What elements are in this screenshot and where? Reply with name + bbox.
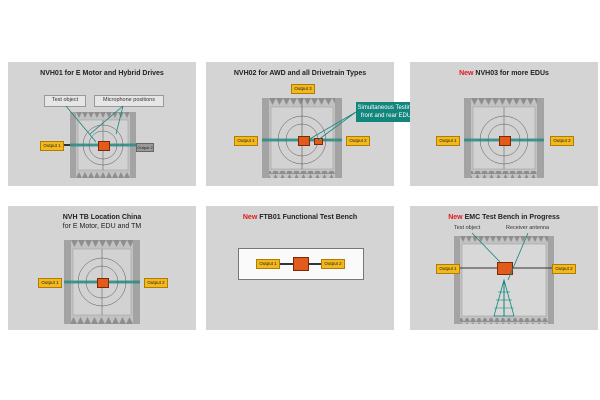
output-1-label: Output 1: [38, 278, 62, 288]
panel-nvh03: New NVH03 for more EDUs Output 1 Output …: [410, 62, 598, 186]
label-test-object: Test object: [454, 225, 481, 231]
panel-title-text: FTB01 Functional Test Bench: [257, 214, 358, 221]
test-object-front: [298, 136, 310, 146]
shaft-left: [278, 263, 294, 265]
test-chamber: [464, 98, 544, 178]
panel-subtitle: for E Motor, EDU and TM: [62, 223, 142, 230]
note-simultaneous-testing: Simultaneous Testing front and rear EDU: [356, 102, 416, 122]
panel-title: New NVH03 for more EDUs: [410, 69, 598, 78]
shaft-right: [306, 263, 322, 265]
note-line-1: Simultaneous Testing: [357, 105, 415, 111]
panel-title: New EMC Test Bench in Progress: [410, 213, 598, 222]
panel-title: NVH01 for E Motor and Hybrid Drives: [40, 70, 164, 77]
output-2-label: Output 2: [552, 264, 576, 274]
callout-microphone-positions: Microphone positions: [94, 95, 164, 107]
panel-nvh02: NVH02 for AWD and all Drivetrain Types O…: [206, 62, 416, 186]
emc-chamber: [454, 236, 554, 324]
test-object: [499, 136, 511, 146]
absorber-walls: [454, 236, 554, 324]
new-badge: New: [242, 214, 258, 221]
test-chamber: [64, 240, 140, 324]
output-1-label: Output 1: [234, 136, 258, 146]
panel-ftb01: New FTB01 Functional Test Bench Output 1…: [206, 206, 394, 330]
output-2-label: Output 2: [136, 143, 154, 152]
panel-emc: New EMC Test Bench in Progress Test obje…: [410, 206, 598, 330]
output-1-label: Output 1: [436, 136, 460, 146]
output-2-label: Output 2: [321, 259, 345, 269]
new-badge: New: [448, 214, 463, 221]
test-object-rear: [314, 138, 323, 145]
output-1-label: Output 1: [40, 141, 64, 151]
test-object: [293, 257, 309, 271]
panel-title: New FTB01 Functional Test Bench: [206, 213, 394, 222]
panel-title: NVH TB Location China: [62, 214, 142, 221]
panel-title: NVH02 for AWD and all Drivetrain Types: [233, 70, 367, 77]
panel-nvh-china: NVH TB Location China for E Motor, EDU a…: [8, 206, 196, 330]
output-shaft: [60, 144, 70, 146]
test-object: [497, 262, 513, 275]
test-chamber: [262, 98, 342, 178]
output-1-label: Output 1: [256, 259, 280, 269]
output-1-label: Output 1: [436, 264, 460, 274]
test-object: [97, 278, 109, 288]
output-2-label: Output 2: [144, 278, 168, 288]
anechoic-wedges: [464, 98, 544, 178]
new-badge: New: [459, 70, 474, 77]
note-line-2: front and rear EDU: [360, 113, 412, 119]
output-2-label: Output 2: [346, 136, 370, 146]
callout-test-object: Test object: [44, 95, 86, 107]
panel-nvh01: NVH01 for E Motor and Hybrid Drives Outp…: [8, 62, 196, 186]
output-2-label: Output 2: [550, 136, 574, 146]
panel-title-text: EMC Test Bench in Progress: [462, 214, 560, 221]
label-receiver-antenna: Receiver antenna: [506, 225, 550, 231]
test-chamber: [70, 112, 136, 178]
test-object: [98, 141, 110, 151]
output-3-label: Output 3: [291, 84, 315, 94]
panel-title-text: NVH03 for more EDUs: [473, 70, 549, 77]
